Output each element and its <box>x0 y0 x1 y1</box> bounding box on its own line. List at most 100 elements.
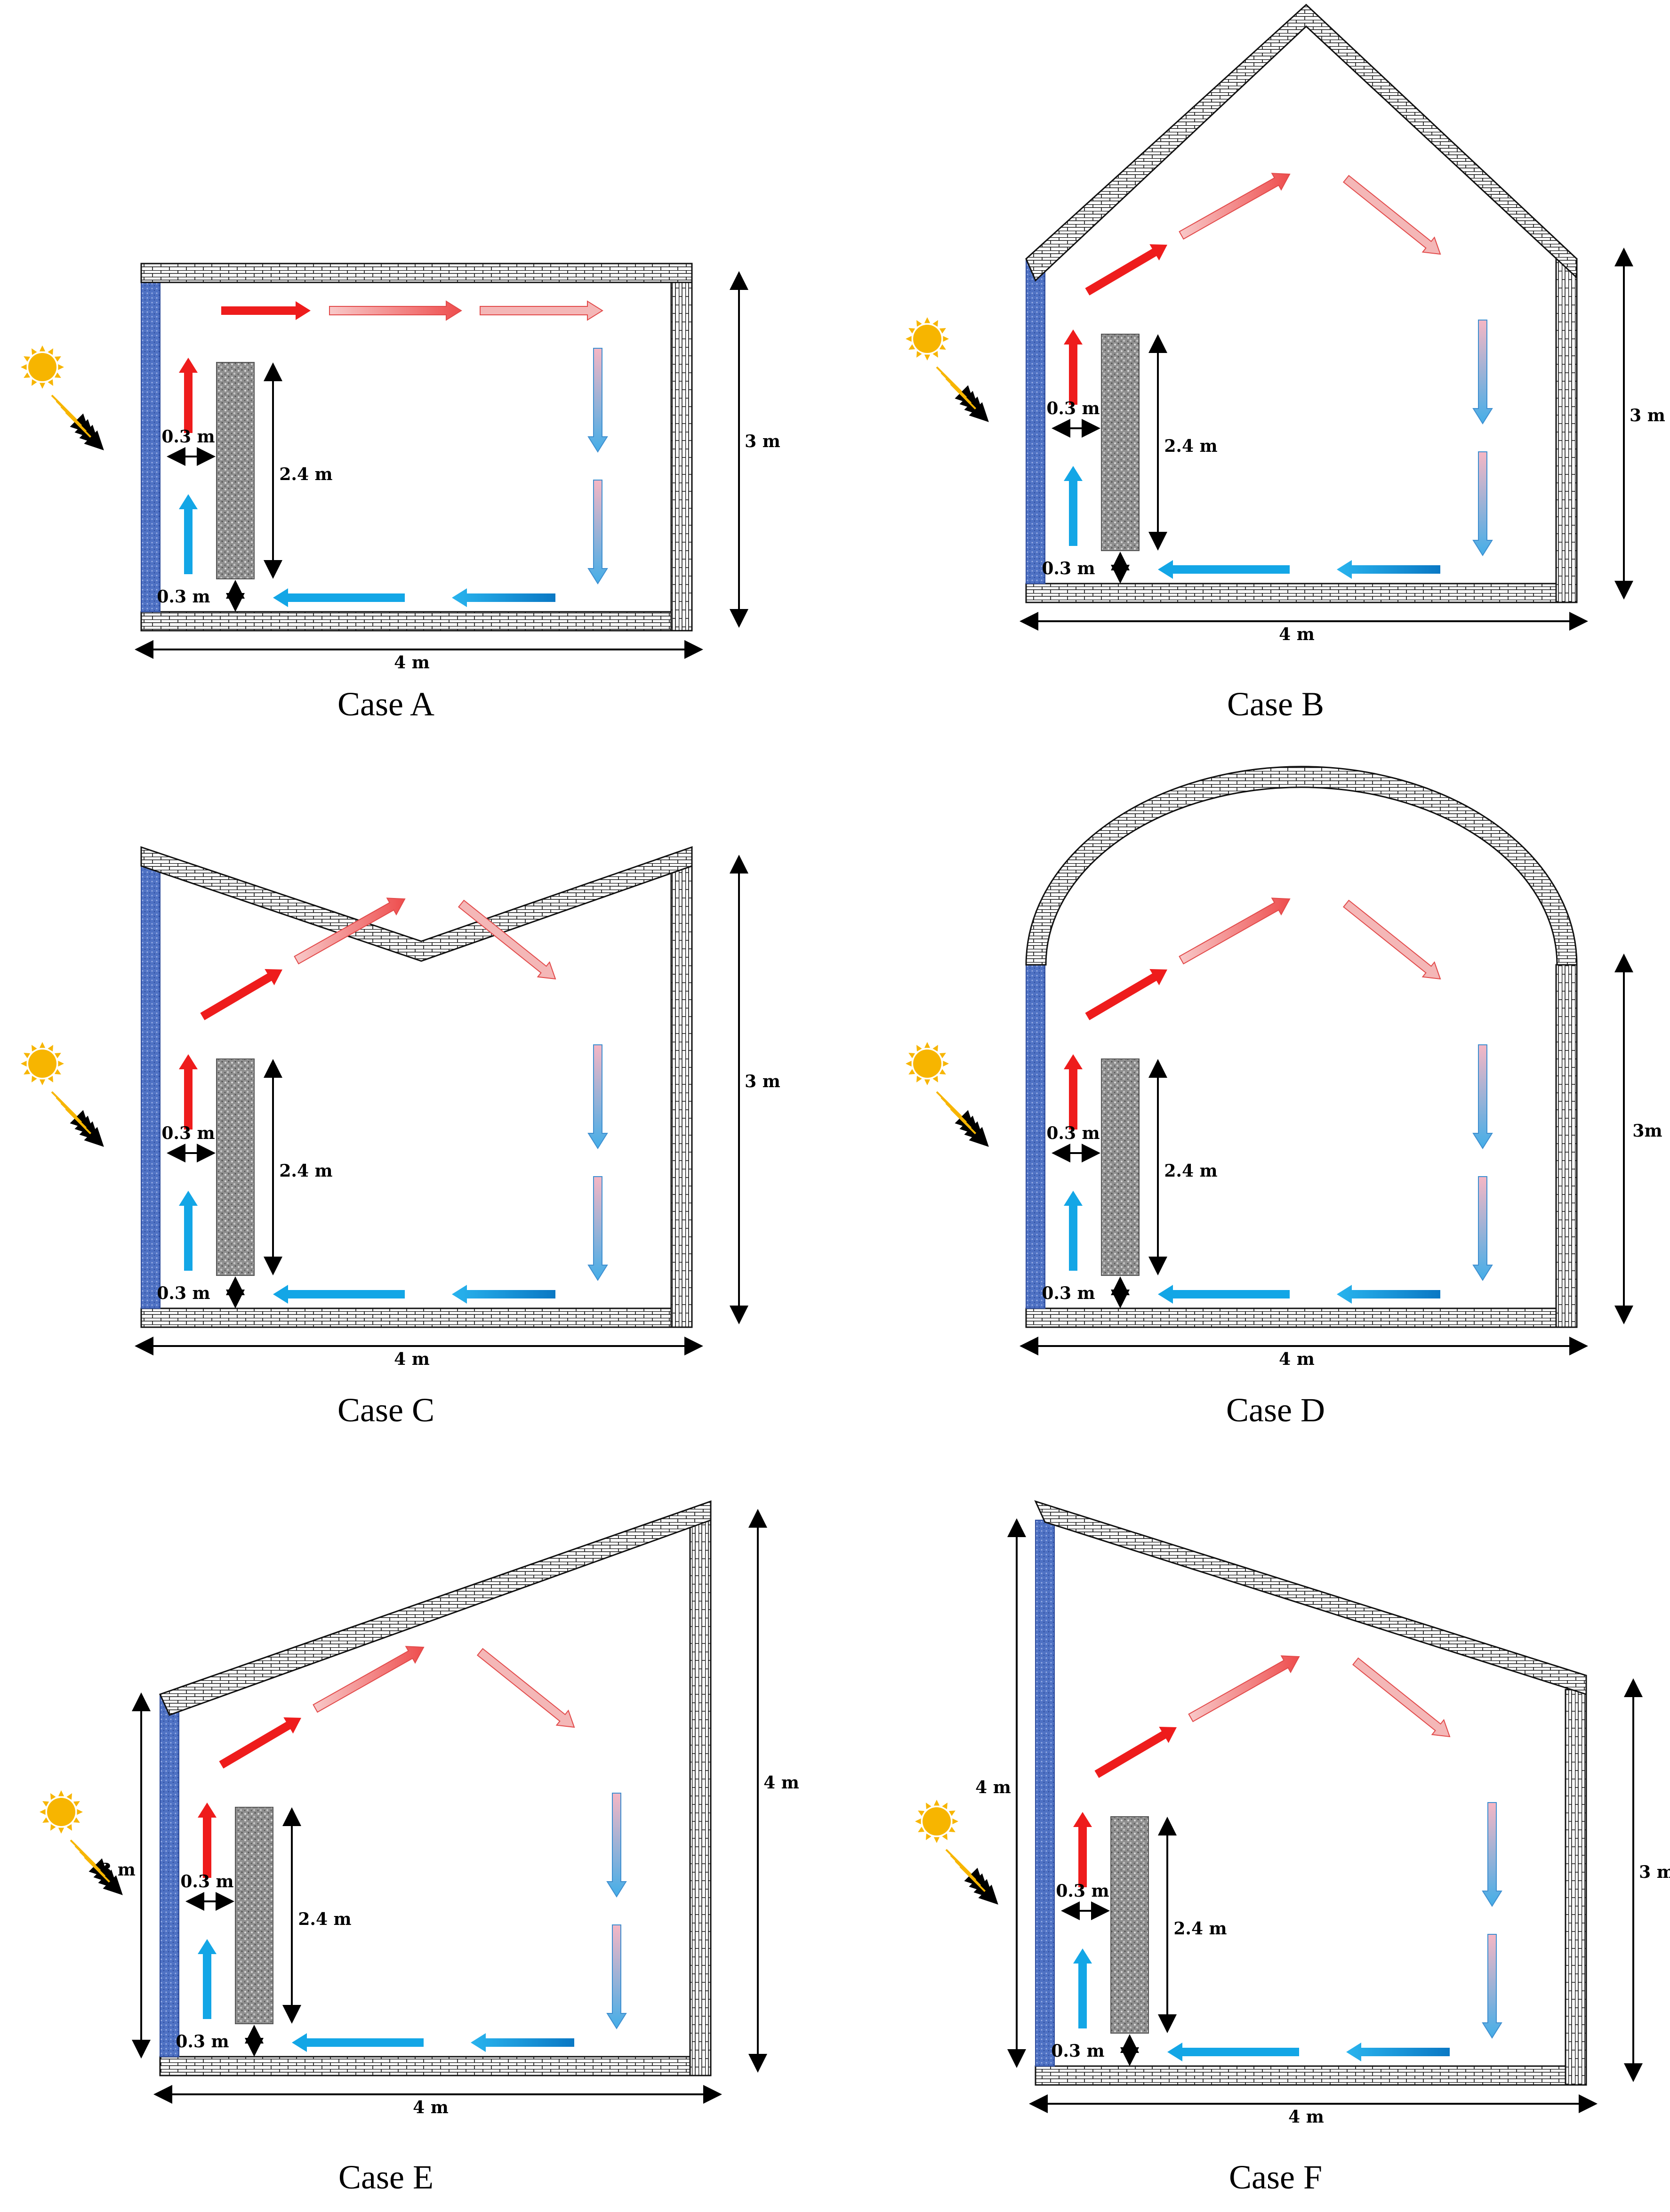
right-brick-wall <box>689 1519 712 2076</box>
sun-ray <box>39 1079 46 1085</box>
roof-brick-wall <box>140 846 693 962</box>
airflow-arrow-top <box>1342 175 1441 255</box>
airflow-arrow-up-hot <box>179 358 198 433</box>
floor-brick-wall <box>1035 2065 1587 2086</box>
dim-storage-height-label: 2.4 m <box>1164 436 1217 456</box>
sun-ray <box>77 1809 83 1815</box>
dim-bottom-gap-label: 0.3 m <box>176 2032 229 2052</box>
dim-storage-height-label: 2.4 m <box>279 465 332 484</box>
airflow-arrow-top <box>313 1646 425 1713</box>
glazing-wall <box>1035 1520 1055 2067</box>
sun-ray <box>939 1053 946 1058</box>
sun-ray <box>21 1060 27 1067</box>
sun-ray <box>58 1790 64 1796</box>
dim-width-label: 4 m <box>413 2098 449 2117</box>
sun-disc <box>28 353 56 381</box>
sun-ray <box>58 364 64 370</box>
sun-ray <box>932 320 938 327</box>
glazing-wall <box>1026 258 1045 584</box>
dim-bottom-gap-label: 0.3 m <box>157 1283 210 1303</box>
dim-bottom-gap-label: 0.3 m <box>157 587 210 607</box>
solar-rays-icon <box>936 1091 989 1147</box>
right-brick-wall <box>1565 1689 1587 2086</box>
dim-bottom-gap-label: 0.3 m <box>1042 1283 1095 1303</box>
sun-ray <box>943 336 949 342</box>
sun-ray <box>73 1817 80 1823</box>
solar-ray <box>959 1866 998 1905</box>
sun-ray <box>939 1069 946 1074</box>
thermal-storage-wall <box>216 1058 255 1276</box>
sun-ray <box>39 383 46 389</box>
sun-ray <box>42 1817 49 1823</box>
sun-ray <box>66 1793 72 1800</box>
airflow-arrow-top <box>329 300 462 321</box>
sun-ray <box>39 345 46 352</box>
sun-ray <box>42 1801 49 1807</box>
sun-icon <box>21 345 64 389</box>
sun-ray <box>24 372 31 378</box>
sun-ray <box>932 1075 938 1082</box>
sun-ray <box>932 1045 938 1052</box>
right-brick-wall <box>1555 258 1578 603</box>
sun-ray <box>933 1837 940 1843</box>
dim-storage-height-label: 2.4 m <box>1164 1161 1217 1181</box>
sun-ray <box>908 1069 915 1074</box>
airflow-arrow-down <box>1472 1044 1493 1149</box>
sun-ray <box>54 372 61 378</box>
sun-ray <box>48 348 53 355</box>
sun-ray <box>926 1833 931 1840</box>
airflow-arrow-top <box>1342 899 1441 980</box>
dim-bottom-gap-label: 0.3 m <box>1042 559 1095 578</box>
airflow-arrow-up-cold <box>179 494 198 574</box>
sun-ray <box>66 1824 72 1831</box>
sun-ray <box>916 351 922 358</box>
dim-gap-label: 0.3 m <box>1046 399 1100 418</box>
sun-disc <box>47 1798 75 1826</box>
airflow-arrow-top <box>476 1648 575 1728</box>
airflow-arrow-top <box>200 969 282 1020</box>
airflow-arrow-return <box>1337 560 1440 579</box>
sun-ray <box>54 1069 61 1074</box>
airflow-arrow-return <box>471 2033 574 2052</box>
airflow-arrow-down <box>587 480 608 585</box>
thermal-storage-wall <box>1101 334 1140 551</box>
dim-right-height-label: 4 m <box>763 1773 799 1793</box>
airflow-arrow-return <box>292 2033 424 2052</box>
sun-ray <box>24 1053 31 1058</box>
sun-ray <box>952 1818 958 1825</box>
sun-ray <box>942 1803 947 1810</box>
dim-gap-label: 0.3 m <box>161 427 215 447</box>
sun-ray <box>918 1827 925 1832</box>
airflow-arrow-up-hot <box>179 1054 198 1130</box>
sun-icon <box>906 317 949 361</box>
sun-ray <box>58 1060 64 1067</box>
airflow-arrow-top <box>480 300 603 321</box>
sun-ray <box>21 364 27 370</box>
sun-icon <box>906 1042 949 1085</box>
airflow-arrow-up-hot <box>1064 1054 1083 1130</box>
dim-right-height-label: 3 m <box>745 432 780 451</box>
dim-right-height-label: 3m <box>1632 1121 1662 1141</box>
solar-ray <box>950 383 989 422</box>
sun-disc <box>923 1807 951 1835</box>
sun-ray <box>48 379 53 386</box>
sun-ray <box>32 1075 37 1082</box>
solar-rays-icon <box>945 1849 998 1905</box>
sun-ray <box>50 1824 56 1831</box>
dim-gap-label: 0.3 m <box>1046 1123 1100 1143</box>
right-brick-wall <box>670 281 693 632</box>
airflow-arrow-up-cold <box>1064 466 1083 546</box>
airflow-arrow-up-hot <box>198 1803 217 1878</box>
sun-ray <box>32 379 37 386</box>
sun-ray <box>939 328 946 334</box>
sun-ray <box>40 1809 46 1815</box>
sun-ray <box>924 317 931 323</box>
sun-ray <box>915 1818 921 1825</box>
sun-ray <box>942 1833 947 1840</box>
case-caption: Case F <box>1229 2158 1322 2196</box>
sun-ray <box>906 1060 912 1067</box>
